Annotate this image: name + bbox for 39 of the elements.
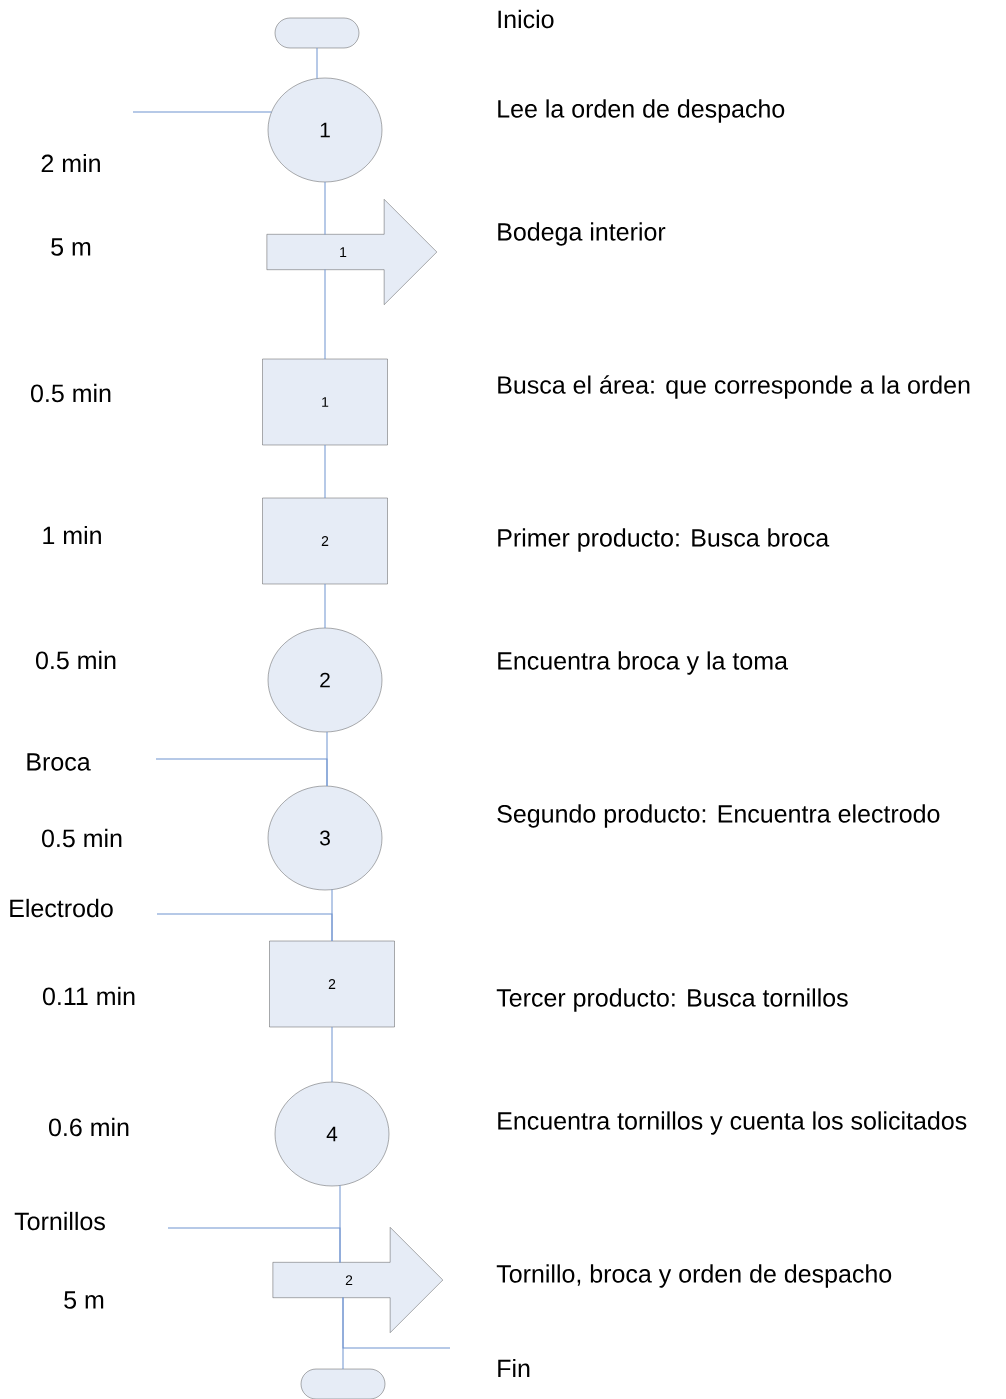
step-description: Primer producto: Busca broca [498, 528, 830, 552]
connector-line [331, 1026, 333, 1083]
step-description: Fin [498, 1358, 530, 1378]
side-label: 0.5 min [31, 383, 111, 403]
step-description: Tornillo, broca y orden de despacho [496, 1264, 892, 1288]
side-label: Tornillos [14, 1211, 105, 1231]
inspection-box: 2 [269, 940, 395, 1028]
side-label: 0.6 min [49, 1117, 129, 1137]
step-description: Inicio [498, 9, 554, 29]
side-label: 5 m [51, 238, 91, 256]
side-line [342, 1297, 451, 1349]
side-label: Broca [27, 753, 91, 771]
connector-line [324, 181, 326, 235]
side-line [167, 1227, 341, 1263]
side-label: 5 m [64, 1291, 104, 1309]
connector-line [324, 583, 326, 629]
connector-line [316, 47, 318, 79]
side-line [132, 111, 273, 113]
side-label: 1 min [43, 525, 101, 545]
connector-line [324, 269, 326, 360]
terminal-shape [300, 1368, 386, 1399]
side-label: 0.5 min [42, 828, 122, 848]
step-description: Lee la orden de despacho [498, 99, 785, 123]
step-description: Encuentra tornillos y cuenta los solicitados [498, 1111, 967, 1135]
side-label: Electrodo [10, 898, 113, 918]
side-label: 0.5 min [36, 650, 116, 670]
inspection-box: 1 [262, 358, 388, 446]
inspection-box: 2 [262, 497, 388, 585]
step-description: Encuentra broca y la toma [498, 651, 788, 675]
side-line [156, 913, 333, 942]
step-description: Busca el área: que corresponde a la orden [498, 375, 970, 399]
step-description: Tercer producto: Busca tornillos [496, 988, 848, 1012]
side-label: 2 min [41, 153, 100, 173]
side-label: 0.11 min [42, 986, 135, 1006]
terminal-shape [274, 17, 360, 49]
step-description: Bodega interior [498, 222, 666, 246]
connector-line [324, 444, 326, 499]
side-line [155, 758, 328, 787]
step-description: Segundo producto: Encuentra electrodo [497, 804, 940, 828]
